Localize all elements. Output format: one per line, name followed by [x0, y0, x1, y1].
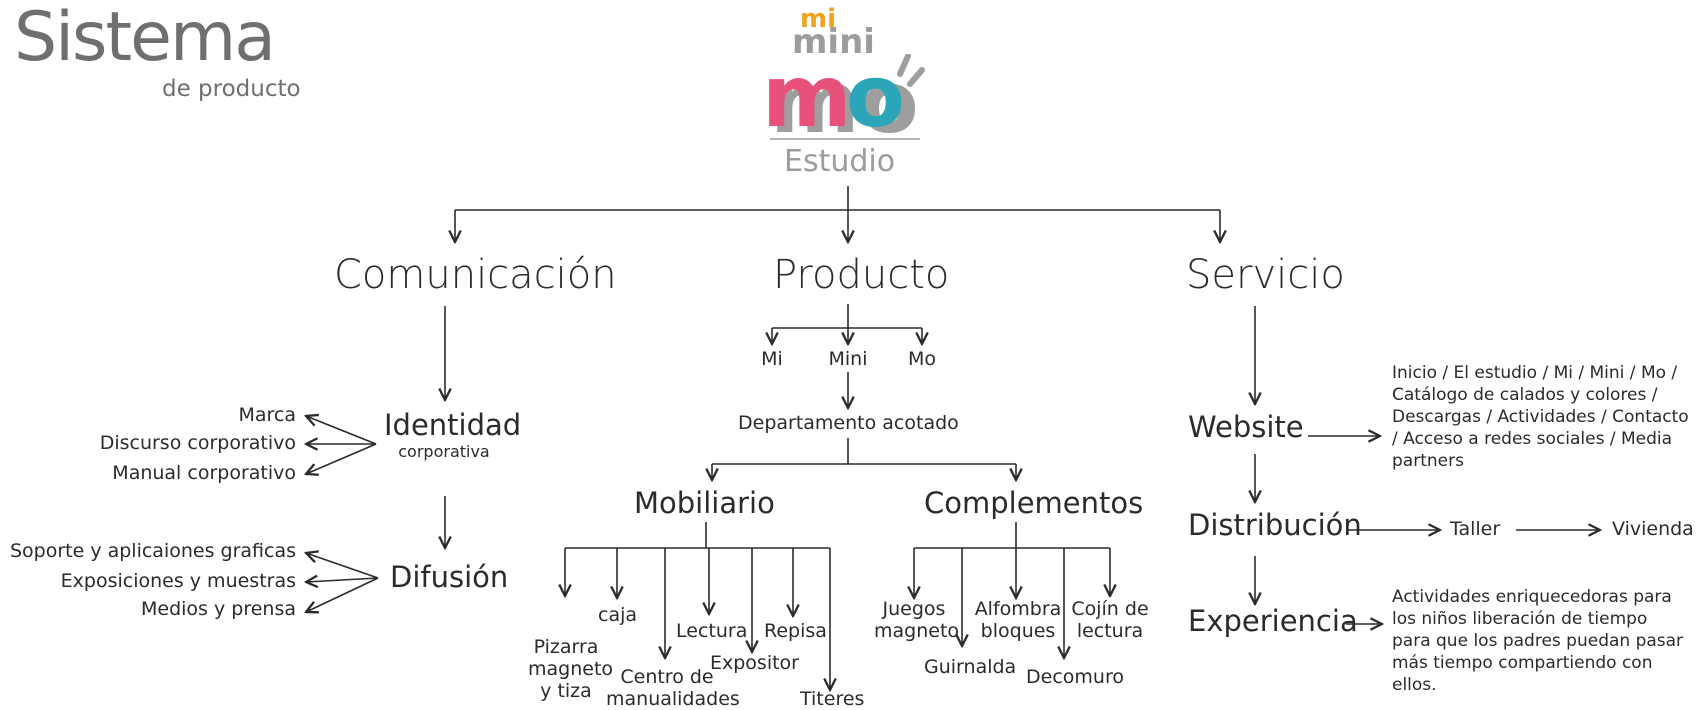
- leaf-vivienda: Vivienda: [1612, 518, 1694, 540]
- line-mini: Mini: [828, 348, 868, 370]
- leaf-pizarra: Pizarra magneto y tiza: [528, 636, 614, 702]
- logo-accent: [897, 54, 911, 77]
- leaf-centro-manualidades: Centro de manualidades: [606, 666, 740, 710]
- node-identidad-subtitle: corporativa: [398, 442, 490, 461]
- leaf-decomuro: Decomuro: [1026, 666, 1124, 688]
- arrow-marca: [306, 416, 377, 445]
- logo-o: o: [846, 54, 905, 147]
- leaf-titeres: Titeres: [800, 688, 865, 710]
- category-comunicacion: Comunicación: [334, 252, 617, 298]
- experiencia-description: Actividades enriquecedoras para los niño…: [1392, 587, 1684, 695]
- category-producto: Producto: [773, 252, 950, 298]
- node-departamento: Departamento acotado: [738, 412, 959, 434]
- node-mobiliario: Mobiliario: [634, 486, 775, 520]
- arrow-medios: [306, 577, 379, 612]
- leaf-medios-prensa: Medios y prensa: [141, 598, 296, 620]
- leaf-marca: Marca: [238, 404, 296, 426]
- page-subtitle: de producto: [162, 76, 301, 102]
- leaf-cojin-lectura: Cojín de lectura: [1071, 598, 1149, 642]
- line-mi: Mi: [761, 348, 783, 370]
- logo-estudio: Estudio: [784, 144, 896, 179]
- leaf-manual-corporativo: Manual corporativo: [112, 462, 296, 484]
- leaf-exposiciones: Exposiciones y muestras: [60, 570, 296, 592]
- logo-mi: mi: [800, 4, 837, 34]
- leaf-alfombra-bloques: Alfombra bloques: [974, 598, 1062, 642]
- logo-divider: [770, 138, 920, 140]
- leaf-repisa: Repisa: [764, 620, 827, 642]
- arrow-soporte: [306, 553, 379, 579]
- node-distribucion: Distribución: [1188, 508, 1362, 542]
- node-identidad: Identidad: [384, 408, 522, 442]
- leaf-expositor: Expositor: [710, 652, 799, 674]
- leaf-caja: caja: [598, 604, 638, 626]
- logo-accent-2: [907, 67, 925, 87]
- node-complementos: Complementos: [924, 486, 1144, 520]
- logo-mo-shadow: mo: [770, 54, 919, 153]
- leaf-guirnalda: Guirnalda: [924, 656, 1017, 678]
- category-servicio: Servicio: [1186, 252, 1345, 298]
- logo-mini: mini: [792, 22, 875, 62]
- node-difusion: Difusión: [390, 560, 509, 594]
- page-title: Sistema: [14, 0, 276, 77]
- arrow-manual: [306, 443, 377, 474]
- logo: mi mini mo m o Estudio: [762, 4, 942, 184]
- leaf-discurso-corporativo: Discurso corporativo: [99, 432, 296, 454]
- logo-mo-mark: mo m o: [762, 54, 925, 153]
- node-experiencia: Experiencia: [1188, 604, 1358, 638]
- logo-m: m: [762, 54, 852, 147]
- leaf-juegos-magneto: Juegos magneto: [874, 598, 960, 642]
- leaf-soporte-graficas: Soporte y aplicaiones graficas: [9, 540, 296, 562]
- leaf-taller: Taller: [1450, 518, 1501, 540]
- arrow-exposiciones: [306, 578, 379, 582]
- line-mo: Mo: [907, 348, 937, 370]
- website-description: Inicio / El estudio / Mi / Mini / Mo / C…: [1392, 363, 1689, 471]
- leaf-lectura: Lectura: [676, 620, 748, 642]
- node-website: Website: [1188, 410, 1304, 444]
